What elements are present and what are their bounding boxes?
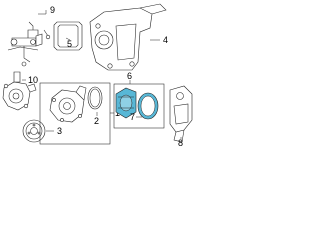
leader-5 bbox=[65, 37, 71, 41]
callout-4: 4 bbox=[163, 35, 168, 45]
group-box-1 bbox=[39, 82, 111, 145]
part-2-o-ring bbox=[87, 86, 103, 110]
part-4-thermostat-housing bbox=[89, 3, 167, 71]
callout-3: 3 bbox=[57, 126, 62, 136]
leader-9 bbox=[38, 10, 47, 15]
callout-6: 6 bbox=[127, 71, 132, 81]
callout-10: 10 bbox=[28, 75, 38, 85]
part-1-pump-body bbox=[49, 85, 87, 123]
callout-9: 9 bbox=[50, 5, 55, 15]
group-box-6 bbox=[113, 83, 165, 129]
callout-5: 5 bbox=[67, 39, 72, 49]
part-10-water-pump bbox=[2, 71, 37, 111]
callout-2: 2 bbox=[94, 116, 99, 126]
part-3-pulley bbox=[22, 119, 46, 143]
part-7-seal-ring bbox=[137, 92, 159, 120]
part-8-thermostat-cover bbox=[169, 85, 193, 143]
callout-7: 7 bbox=[130, 112, 135, 122]
part-thermostat-highlighted bbox=[115, 87, 137, 119]
part-9-sensor-bracket bbox=[7, 21, 51, 67]
callout-8: 8 bbox=[178, 138, 183, 147]
parts-diagram: 9 5 4 10 3 1 bbox=[2, 3, 193, 147]
part-5-gasket bbox=[53, 21, 83, 51]
